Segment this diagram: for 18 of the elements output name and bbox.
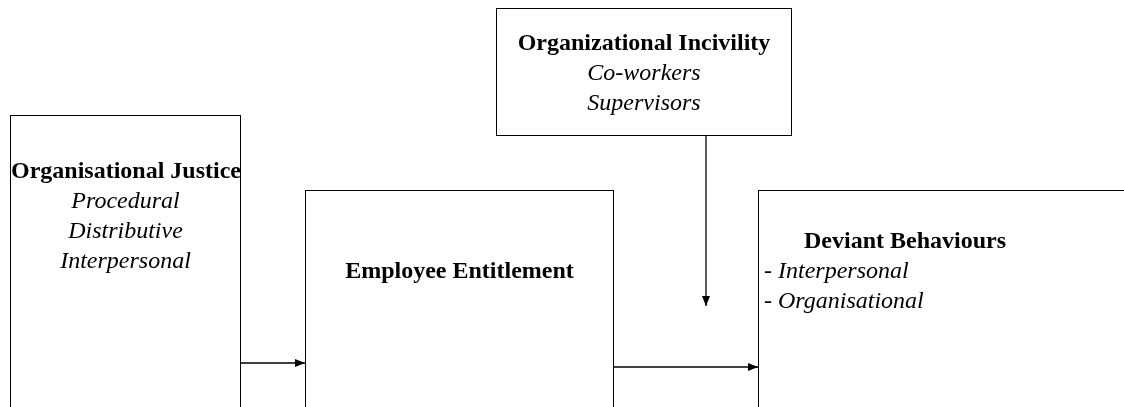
process-box [305, 190, 614, 407]
box-heading: Employee Entitlement [344, 256, 575, 285]
arrow [702, 135, 710, 307]
box-heading: Organizational Incivility [516, 28, 772, 57]
arrow [240, 359, 306, 367]
box-heading: Organisational Justice [11, 156, 240, 185]
box-item: Interpersonal [59, 246, 192, 275]
box-heading: Deviant Behaviours [804, 226, 1007, 255]
box-item: - Interpersonal [764, 256, 910, 285]
box-item: Supervisors [586, 88, 702, 117]
process-box [758, 190, 1124, 407]
box-item: Procedural [70, 186, 181, 215]
process-box [10, 115, 241, 407]
arrow [613, 363, 759, 371]
box-item: Distributive [67, 216, 184, 245]
box-item: - Organisational [764, 286, 925, 315]
process-box [496, 8, 792, 136]
box-item: Co-workers [586, 58, 702, 87]
